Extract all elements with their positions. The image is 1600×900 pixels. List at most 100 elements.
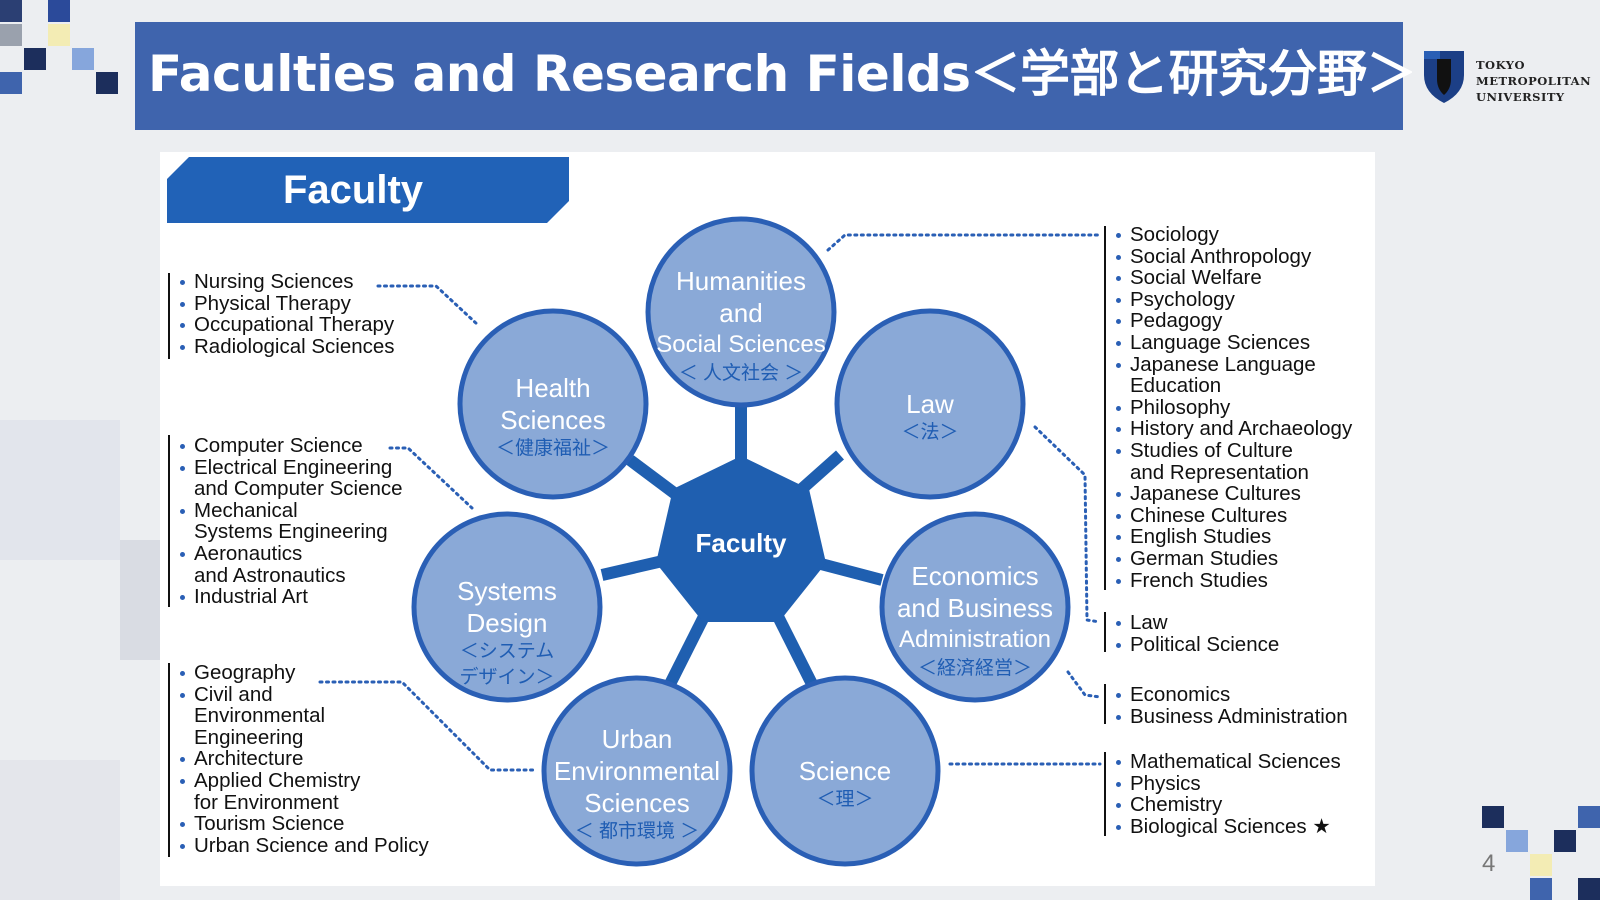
- list-item: Japanese Language: [1116, 353, 1352, 376]
- circle-health: Health Sciences ＜健康福祉＞: [460, 372, 646, 462]
- list-item: Radiological Sciences: [180, 336, 395, 358]
- circle-health-line2: Sciences: [500, 405, 606, 435]
- faculty-tab: Faculty: [167, 157, 569, 223]
- deco-square: [0, 0, 22, 22]
- urban-fields-list: Geography Civil and Environmental Engine…: [180, 662, 429, 856]
- list-item: Applied Chemistry: [180, 770, 429, 792]
- list-item: Social Anthropology: [1116, 245, 1352, 268]
- health-fields-list: Nursing Sciences Physical Therapy Occupa…: [180, 271, 395, 357]
- circle-urban-line2: Environmental: [553, 756, 721, 786]
- systems-fields-list: Computer Science Electrical Engineering …: [180, 435, 403, 608]
- list-item: French Studies: [1116, 569, 1352, 592]
- humanities-fields-list: Sociology Social Anthropology Social Wel…: [1116, 224, 1352, 591]
- circle-law-jp: ＜法＞: [901, 422, 959, 443]
- list-item: Business Administration: [1116, 705, 1348, 728]
- circle-science: Science ＜理＞: [752, 755, 938, 813]
- logo-line: UNIVERSITY: [1476, 90, 1565, 104]
- dotted-connectors: [318, 233, 1102, 772]
- list-item: and Representation: [1130, 460, 1309, 484]
- circle-law-line1: Law: [906, 389, 954, 419]
- list-item: Political Science: [1116, 633, 1279, 656]
- list-item: Psychology: [1116, 289, 1352, 311]
- bracket-line: [168, 435, 170, 607]
- deco-square: [1506, 830, 1528, 852]
- circle-systems: Systems Design ＜システム デザイン＞: [414, 575, 600, 691]
- bracket-line: [1104, 612, 1106, 652]
- circle-systems-jp1: ＜システム: [459, 641, 555, 662]
- circle-health-jp: ＜健康福祉＞: [495, 438, 610, 459]
- economics-fields-list: Economics Business Administration: [1116, 684, 1348, 727]
- list-item: Education: [1130, 374, 1222, 398]
- list-item: Engineering: [194, 725, 304, 749]
- deco-square: [1554, 830, 1576, 852]
- list-item: Nursing Sciences: [180, 271, 395, 293]
- list-item: Chinese Cultures: [1116, 505, 1352, 527]
- list-item: Geography: [180, 662, 429, 684]
- bracket-line: [1104, 684, 1106, 724]
- deco-square: [1530, 878, 1552, 900]
- list-item: Mathematical Sciences: [1116, 751, 1341, 773]
- circle-economics-jp: ＜経済経営＞: [917, 658, 1032, 679]
- title-bar: [135, 22, 1403, 130]
- list-item: Language Sciences: [1116, 332, 1352, 354]
- list-item: Aeronautics: [180, 543, 403, 565]
- logo-text: TOKYO METROPOLITAN UNIVERSITY: [1476, 57, 1591, 105]
- circle-humanities-jp: ＜ 人文社会 ＞: [678, 363, 804, 384]
- circle-law: Law ＜法＞: [837, 388, 1023, 446]
- list-item: Mechanical: [180, 500, 403, 522]
- list-item: Systems Engineering: [194, 520, 388, 544]
- circle-urban-line1: Urban: [601, 724, 673, 754]
- circle-economics-line1: Economics: [911, 561, 1039, 591]
- deco-square: [0, 72, 22, 94]
- bracket-line: [168, 663, 170, 857]
- law-fields-list: Law Political Science: [1116, 612, 1279, 655]
- circle-systems-line1: Systems: [457, 576, 557, 606]
- list-item: Studies of Culture: [1116, 440, 1352, 462]
- list-item: Philosophy: [1116, 397, 1352, 419]
- deco-square: [1482, 806, 1504, 828]
- list-item: Industrial Art: [180, 586, 403, 608]
- tab-shape: [167, 157, 569, 223]
- circle-humanities-line3: Social Sciences: [656, 331, 826, 358]
- circle-humanities: Humanities and Social Sciences ＜ 人文社会 ＞: [648, 265, 834, 387]
- circle-humanities-line1: Humanities: [675, 266, 807, 296]
- deco-square: [72, 48, 94, 70]
- list-item: Civil and: [180, 683, 429, 706]
- circle-urban-line3: Sciences: [584, 788, 690, 818]
- science-fields-list: Mathematical Sciences Physics Chemistry …: [1116, 751, 1341, 837]
- shield-icon: [1424, 51, 1464, 103]
- deco-square: [0, 420, 120, 560]
- faculty-tab-label: Faculty: [282, 168, 424, 212]
- deco-square: [1578, 806, 1600, 828]
- list-item: Social Welfare: [1116, 267, 1352, 289]
- circle-science-jp: ＜理＞: [816, 789, 874, 810]
- list-item: Pedagogy: [1116, 310, 1352, 332]
- list-item: Architecture: [180, 748, 429, 770]
- list-item: Urban Science and Policy: [180, 835, 429, 857]
- list-item: and Astronautics: [194, 563, 346, 587]
- circle-systems-line2: Design: [466, 608, 548, 638]
- list-item: Tourism Science: [180, 813, 429, 835]
- page-number: 4: [1482, 850, 1496, 877]
- bracket-line: [1104, 226, 1106, 590]
- circle-systems-jp2: デザイン＞: [459, 667, 555, 688]
- list-item: Chemistry: [1116, 794, 1341, 816]
- list-item: Physics: [1116, 772, 1341, 795]
- bracket-line: [1104, 752, 1106, 836]
- page-title: Faculties and Research Fields＜学部と研究分野＞: [148, 45, 1417, 103]
- faculty-circles: [411, 216, 1071, 867]
- list-item: Law: [1116, 612, 1279, 634]
- list-item: and Computer Science: [194, 477, 403, 501]
- list-item: German Studies: [1116, 548, 1352, 570]
- logo-line: TOKYO: [1476, 58, 1525, 72]
- list-item: Japanese Cultures: [1116, 483, 1352, 505]
- circle-economics: Economics and Business Administration ＜経…: [882, 560, 1068, 682]
- deco-square: [120, 540, 160, 660]
- list-item: English Studies: [1116, 526, 1352, 548]
- hub-heptagon: [656, 456, 826, 622]
- list-item: Biological Sciences ★: [1116, 816, 1341, 838]
- list-item: Physical Therapy: [180, 292, 395, 315]
- circle-urban-jp: ＜ 都市環境 ＞: [574, 821, 700, 842]
- circle-urban: Urban Environmental Sciences ＜ 都市環境 ＞: [544, 723, 730, 845]
